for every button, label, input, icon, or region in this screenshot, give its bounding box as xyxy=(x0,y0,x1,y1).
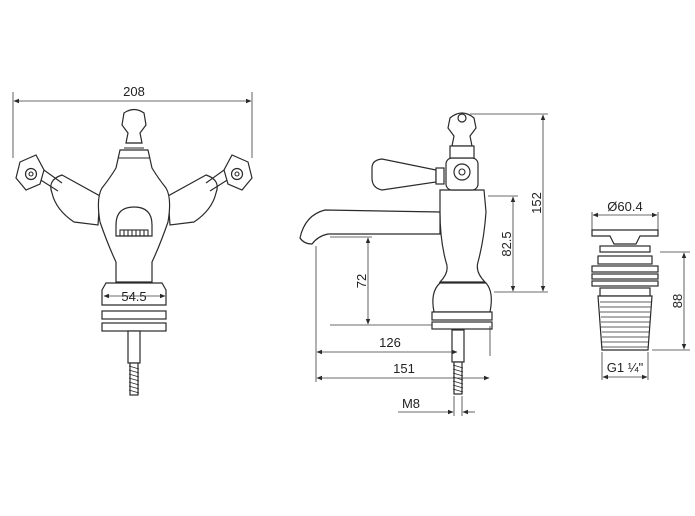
front-washer-top xyxy=(101,310,167,320)
height-82-label: 82.5 xyxy=(499,231,514,256)
waste-height-label: 88 xyxy=(670,294,685,308)
side-base xyxy=(432,282,492,313)
aerator xyxy=(115,206,153,237)
waste-flange xyxy=(597,255,653,265)
side-stem xyxy=(451,329,465,363)
waste-diameter-label: Ø60.4 xyxy=(607,199,642,214)
m8-label: M8 xyxy=(402,396,420,411)
front-view-tap: 208 xyxy=(12,84,253,396)
reach-126-label: 126 xyxy=(379,335,401,350)
left-handle-arm xyxy=(15,154,101,226)
waste-thread-label: G1 ¼" xyxy=(607,360,644,375)
right-handle-arm xyxy=(167,154,253,226)
front-width-label: 208 xyxy=(123,84,145,99)
side-body-pillar xyxy=(438,189,487,283)
height-72-label: 72 xyxy=(354,274,369,288)
side-spout xyxy=(299,209,441,245)
side-view-tap: 152 82.5 72 126 151 M8 xyxy=(299,112,548,416)
base-diameter-label: 54.5 xyxy=(121,289,146,304)
top-knob xyxy=(121,108,147,149)
height-152-label: 152 xyxy=(529,192,544,214)
waste-drain: Ø60.4 88 G1 ¼" xyxy=(591,199,690,380)
side-lever-handle xyxy=(371,158,437,191)
side-top-knob xyxy=(447,112,477,147)
front-thread xyxy=(128,362,140,396)
waste-cap xyxy=(591,229,659,245)
front-washer-bottom xyxy=(101,322,167,332)
depth-151-label: 151 xyxy=(393,361,415,376)
front-stem xyxy=(127,330,141,364)
waste-threaded-body xyxy=(597,295,653,351)
